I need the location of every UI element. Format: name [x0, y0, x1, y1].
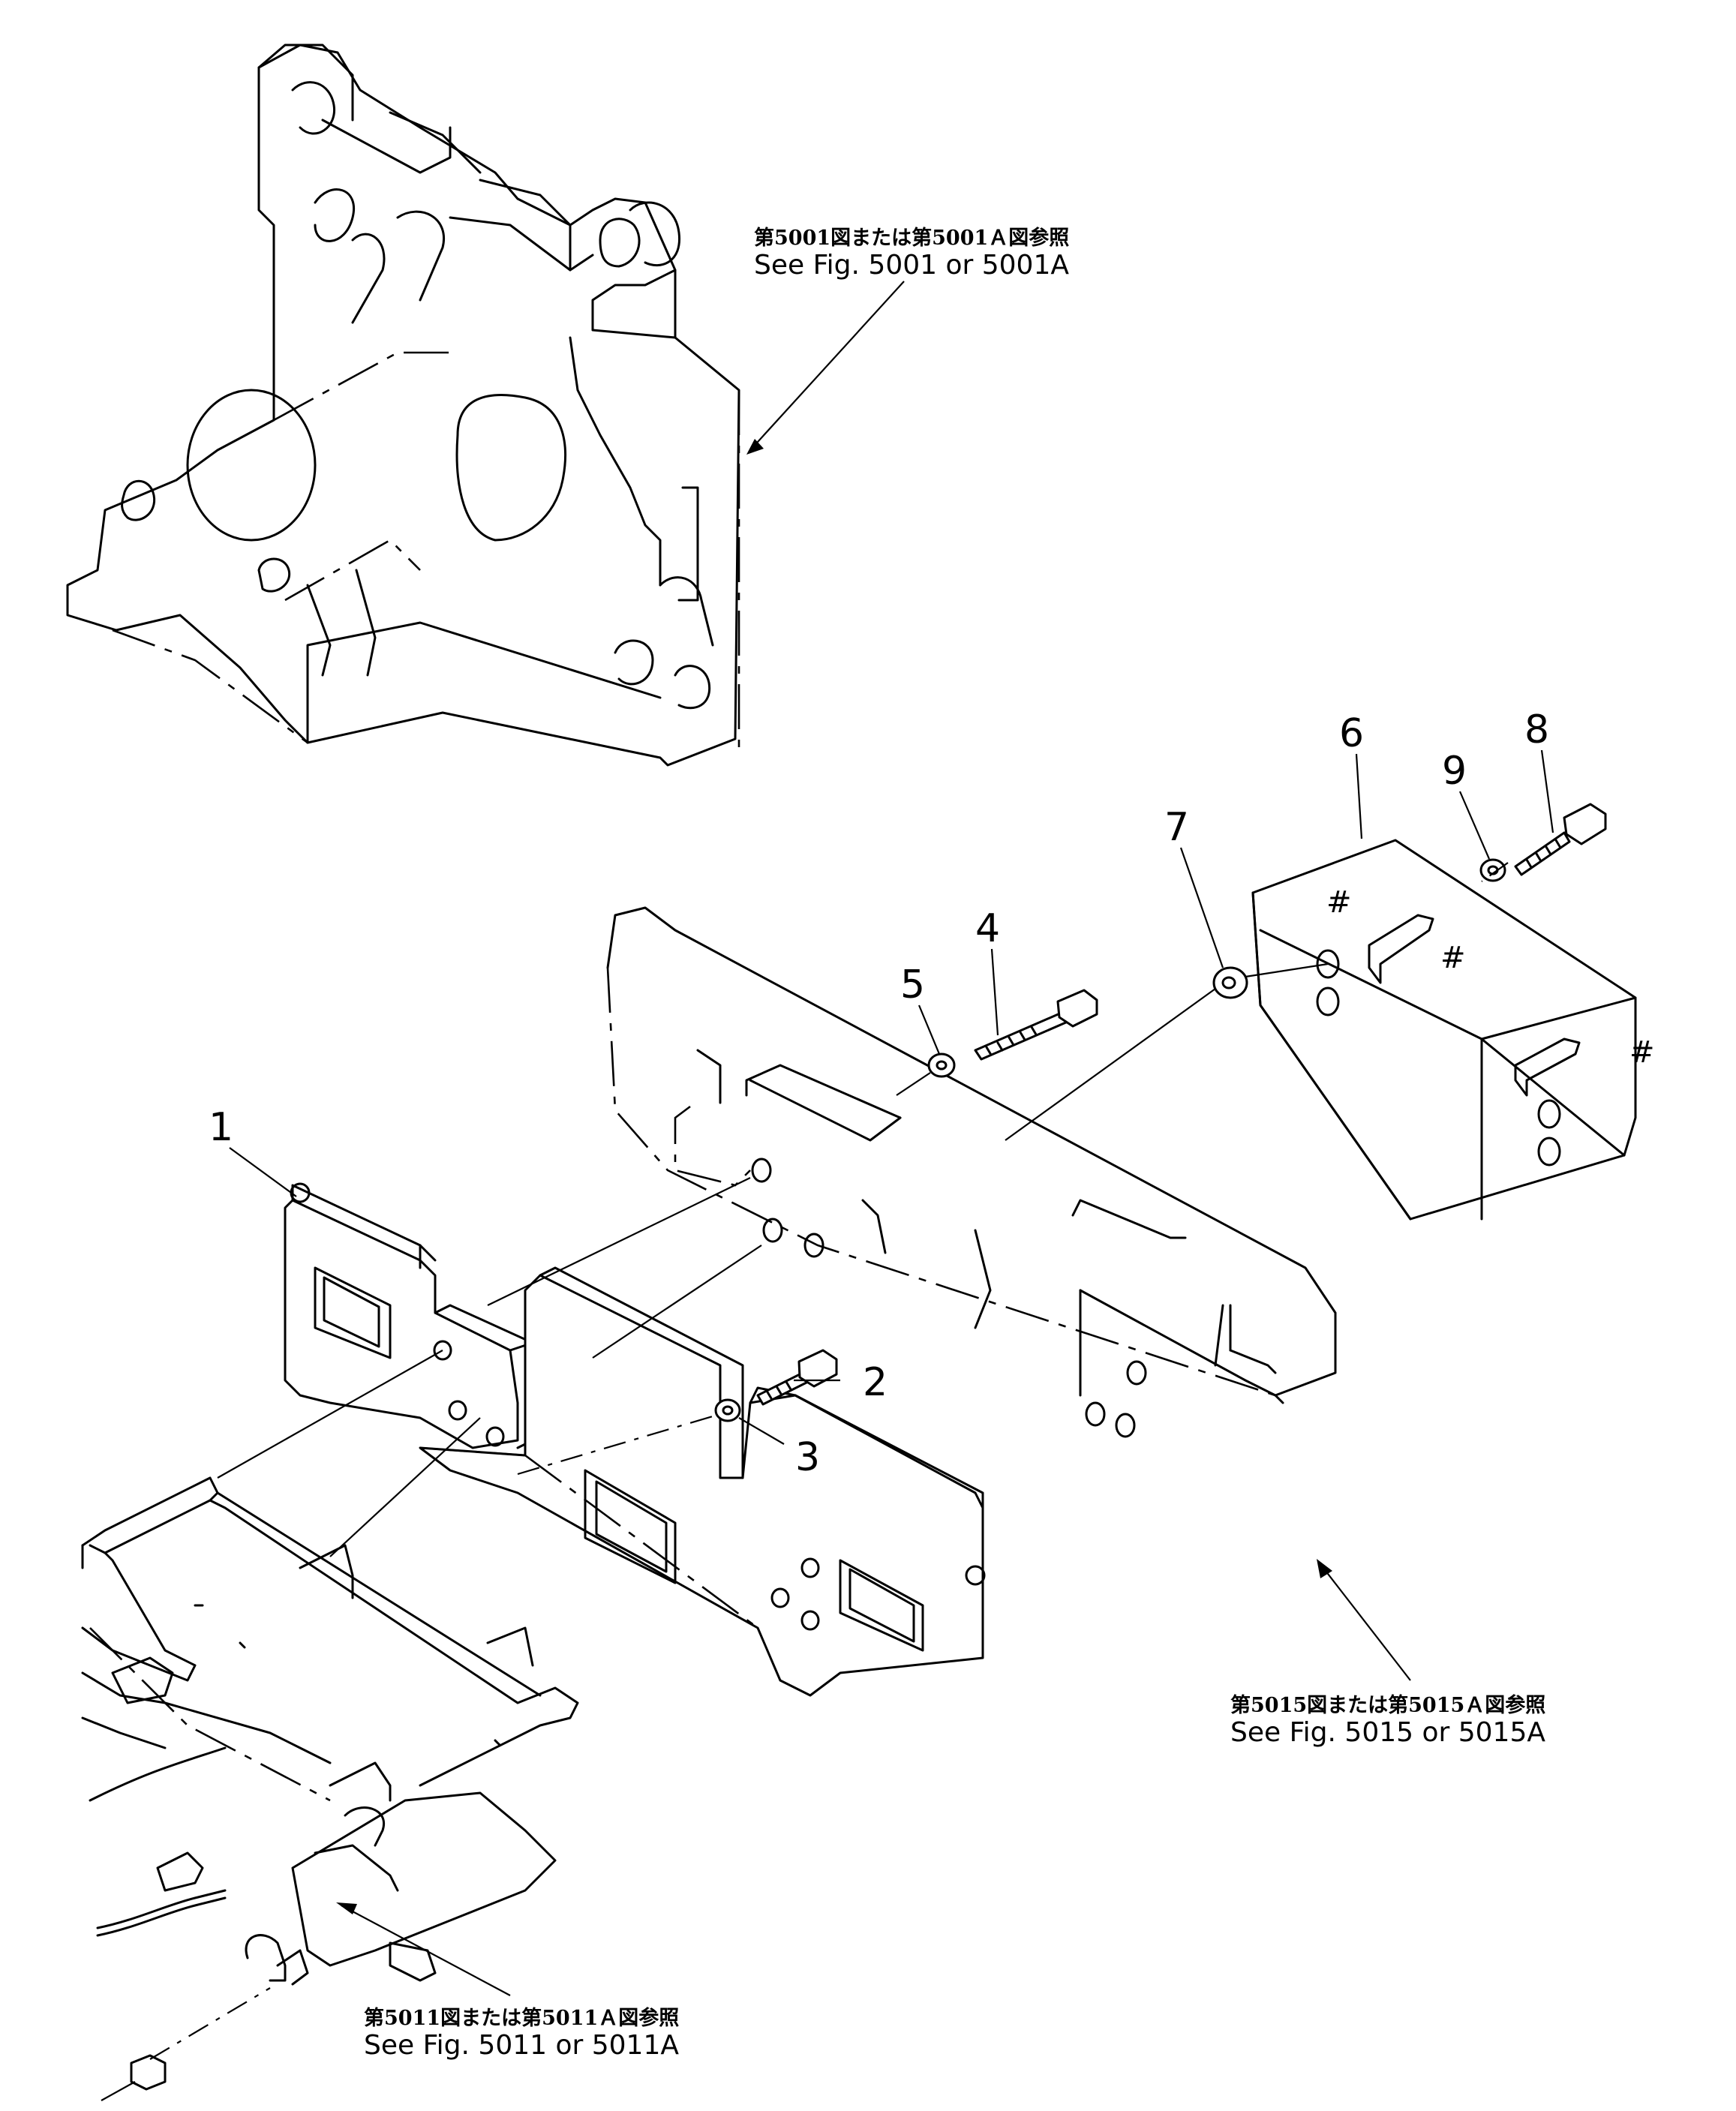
part-9-washer	[1479, 858, 1506, 882]
axis-a	[487, 1177, 751, 1306]
callout-9: 9	[1442, 749, 1467, 794]
reference-bottom-en: See Fig. 5011 or 5011A	[364, 2030, 679, 2061]
callout-2: 2	[863, 1360, 888, 1405]
svg-text:#: #	[1326, 885, 1352, 920]
bottom-reference-leader	[336, 1902, 511, 1996]
callout-4: 4	[975, 906, 1000, 951]
bolt-8-axis	[1481, 862, 1509, 882]
axis-7-to-6	[1245, 962, 1329, 978]
callout-8: 8	[1524, 707, 1549, 752]
reference-right: 第5015図または第5015Ａ図参照 See Fig. 5015 or 5015…	[1230, 1694, 1545, 1748]
main-frame-assembly	[66, 44, 740, 767]
axis-d	[329, 1417, 481, 1557]
svg-text:#: #	[1440, 941, 1466, 975]
axis-7-to-plate	[1005, 988, 1216, 1141]
axis-b	[592, 1245, 762, 1359]
callout-6: 6	[1339, 711, 1364, 756]
reference-top: 第5001図または第5001Ａ図参照 See Fig. 5001 or 5001…	[754, 227, 1069, 281]
callout-5: 5	[900, 962, 925, 1007]
base-frame-assembly	[81, 1476, 579, 2101]
reference-top-jp: 第5001図または第5001Ａ図参照	[754, 227, 1070, 250]
reference-bottom: 第5011図または第5011Ａ図参照 See Fig. 5011 or 5011…	[364, 2007, 679, 2061]
callout-leaders	[229, 749, 1554, 1445]
callout-3: 3	[795, 1435, 820, 1480]
axis-c	[217, 1350, 443, 1479]
reference-right-jp: 第5015図または第5015Ａ図参照	[1230, 1694, 1546, 1717]
part-1-plate	[284, 1182, 534, 1449]
top-reference-leader	[746, 281, 905, 455]
right-reference-leader	[1317, 1559, 1411, 1681]
part-8-bolt	[1514, 803, 1607, 876]
part-5-washer	[927, 1052, 956, 1078]
part-3-washer	[714, 1398, 741, 1422]
lower-bar-plate	[419, 1266, 986, 1697]
reference-bottom-jp: 第5011図または第5011Ａ図参照	[364, 2007, 680, 2030]
main-counterweight-plate	[606, 906, 1337, 1438]
callout-numbers: 1 2 3 4 5 6 7 8 9	[209, 707, 1549, 1480]
callout-7: 7	[1164, 805, 1189, 850]
part-7-spacer	[1212, 966, 1248, 999]
callout-1: 1	[209, 1105, 233, 1150]
reference-right-en: See Fig. 5015 or 5015A	[1230, 1717, 1545, 1749]
svg-text:#: #	[1629, 1035, 1655, 1070]
axis-5-to-plate	[896, 1072, 931, 1096]
part-6-counterweight-block: # # #	[1251, 839, 1655, 1221]
part-4-bolt	[974, 989, 1098, 1061]
reference-top-en: See Fig. 5001 or 5001A	[754, 250, 1069, 281]
axis-e	[517, 1413, 721, 1476]
